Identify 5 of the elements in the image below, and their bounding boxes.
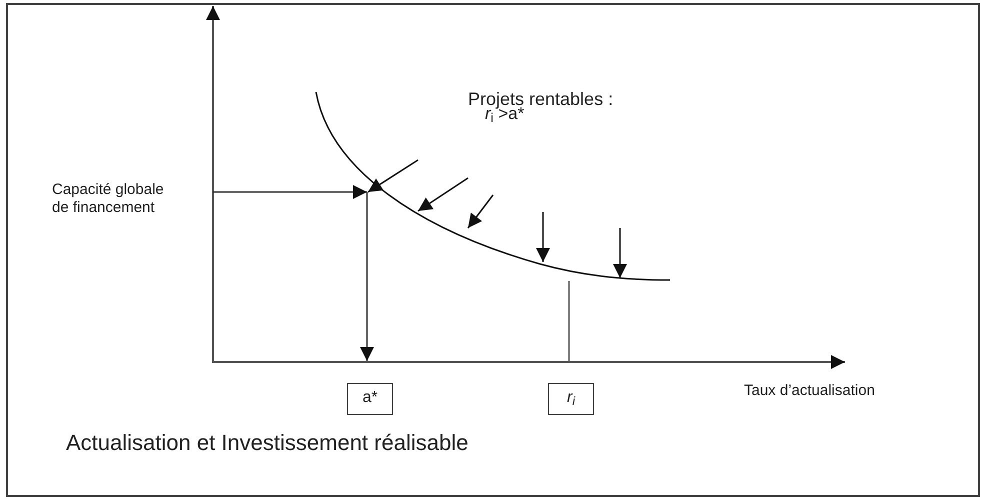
value-box: r$_{i}$ xyxy=(548,383,594,415)
caption: Actualisation et Investissement réalisable xyxy=(66,430,468,456)
value-box: a* xyxy=(347,383,393,415)
axis-label: Capacité globale de financement xyxy=(52,181,164,217)
axis-label: Taux d’actualisation xyxy=(744,382,876,400)
